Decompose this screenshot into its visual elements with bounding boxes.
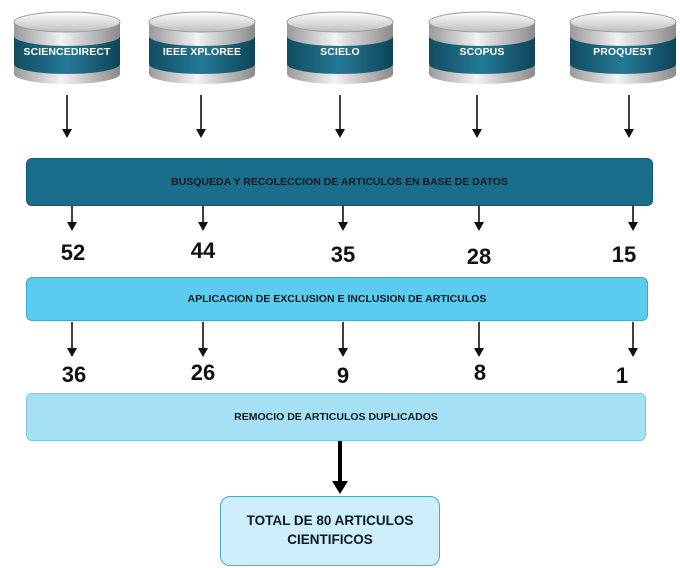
- dedupe-step-label: REMOCIO DE ARTICULOS DUPLICADOS: [234, 411, 438, 423]
- count-sciencedirect-filtered: 36: [61, 362, 87, 387]
- total-articles-label: TOTAL DE 80 ARTICULOS CIENTIFICOS: [246, 513, 414, 547]
- count-scielo-found: 35: [330, 242, 356, 267]
- count-proquest-filtered: 1: [615, 363, 629, 388]
- database-label: PROQUEST: [593, 46, 653, 58]
- arrow-down-icon: [474, 322, 484, 357]
- search-step-label: BUSQUEDA Y RECOLECCION DE ARTICULOS EN B…: [171, 176, 508, 188]
- dedupe-step: REMOCIO DE ARTICULOS DUPLICADOS: [26, 393, 646, 441]
- database-scopus: SCOPUS: [425, 8, 539, 88]
- database-sciencedirect: SCIENCEDIRECT: [10, 8, 124, 88]
- inclusion-exclusion-step: APLICACION DE EXCLUSION E INCLUSION DE A…: [26, 277, 648, 321]
- arrow-down-icon: [67, 322, 77, 357]
- arrow-down-icon: [624, 95, 634, 138]
- arrow-down-icon: [628, 322, 638, 357]
- arrow-down-icon: [67, 206, 77, 231]
- search-collection-step: BUSQUEDA Y RECOLECCION DE ARTICULOS EN B…: [26, 158, 653, 206]
- database-label: SCIELO: [320, 46, 360, 58]
- arrow-down-icon: [628, 206, 638, 231]
- arrow-down-icon: [198, 322, 208, 357]
- database-label: SCOPUS: [459, 46, 505, 58]
- database-ieee-xploree: IEEE XPLOREE: [145, 8, 259, 88]
- arrow-down-icon: [335, 95, 345, 138]
- count-proquest-found: 15: [611, 242, 637, 267]
- count-scopus-found: 28: [466, 244, 492, 269]
- filter-step-label: APLICACION DE EXCLUSION E INCLUSION DE A…: [187, 293, 487, 305]
- thick-arrow-down-icon: [332, 441, 348, 494]
- database-proquest: PROQUEST: [566, 8, 680, 88]
- count-ieee-filtered: 26: [190, 360, 216, 385]
- arrow-down-icon: [338, 206, 348, 231]
- count-ieee-found: 44: [190, 238, 216, 263]
- arrow-down-icon: [198, 206, 208, 231]
- total-articles-box: TOTAL DE 80 ARTICULOS CIENTIFICOS: [220, 496, 440, 566]
- count-scopus-filtered: 8: [473, 360, 487, 385]
- arrow-down-icon: [338, 322, 348, 357]
- arrow-down-icon: [474, 206, 484, 231]
- arrow-down-icon: [472, 95, 482, 138]
- arrow-down-icon: [196, 95, 206, 138]
- count-sciencedirect-found: 52: [60, 240, 86, 265]
- database-label: SCIENCEDIRECT: [23, 46, 111, 58]
- count-scielo-filtered: 9: [336, 363, 350, 388]
- database-scielo: SCIELO: [283, 8, 397, 88]
- database-label: IEEE XPLOREE: [162, 46, 242, 58]
- arrow-down-icon: [62, 95, 72, 138]
